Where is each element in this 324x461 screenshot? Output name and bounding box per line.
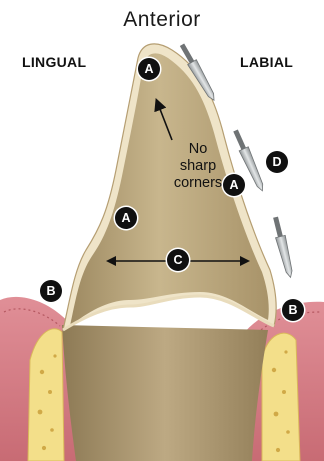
diamond-bur-lower (271, 216, 296, 279)
tooth-root (62, 325, 268, 461)
callout-a-incisal: A (138, 58, 160, 80)
note-line: No (148, 141, 248, 158)
view-title: Anterior (0, 8, 324, 32)
callout-b-labial: B (282, 299, 304, 321)
lingual-label: LINGUAL (22, 54, 86, 70)
labial-label: LABIAL (240, 54, 293, 70)
callout-a-lingual: A (115, 207, 137, 229)
note-line: sharp (148, 158, 248, 175)
callout-a-labial: A (223, 174, 245, 196)
callout-b-lingual: B (40, 280, 62, 302)
callout-c: C (167, 249, 189, 271)
callout-d: D (266, 151, 288, 173)
